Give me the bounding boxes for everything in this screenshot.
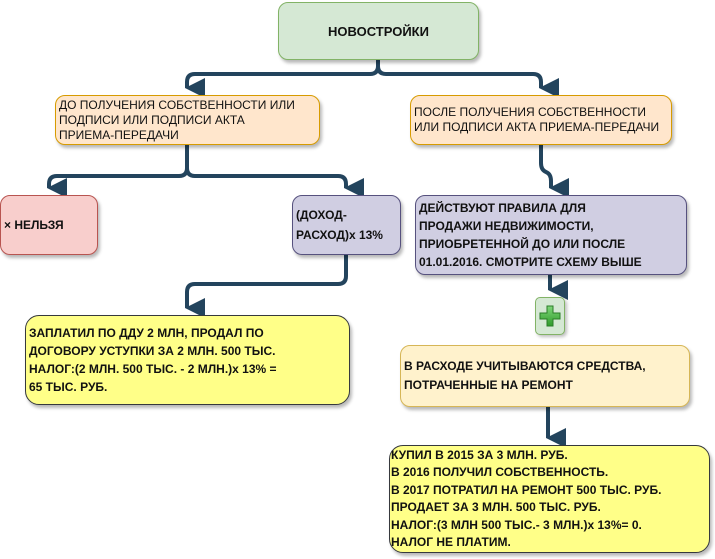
node-repair-expenses[interactable]: В РАСХОДЕ УЧИТЫВАЮТСЯ СРЕДСТВА, ПОТРАЧЕН…	[400, 345, 690, 407]
node-tax-formula[interactable]: (ДОХОД- РАСХОД)х 13%	[292, 195, 401, 255]
node-forbidden-label: × НЕЛЬЗЯ	[4, 217, 64, 232]
node-example-repair[interactable]: КУПИЛ В 2015 ЗА 3 МЛН. РУБ. В 2016 ПОЛУЧ…	[389, 445, 710, 553]
node-title-label: НОВОСТРОЙКИ	[328, 23, 429, 39]
plus-icon[interactable]	[535, 297, 565, 335]
node-example-assignment[interactable]: ЗАПЛАТИЛ ПО ДДУ 2 МЛН, ПРОДАЛ ПО ДОГОВОР…	[25, 315, 350, 405]
node-sale-rules[interactable]: ДЕЙСТВУЮТ ПРАВИЛА ДЛЯ ПРОДАЖИ НЕДВИЖИМОС…	[415, 195, 687, 275]
node-after-ownership-label: ПОСЛЕ ПОЛУЧЕНИЯ СОБСТВЕННОСТИ ИЛИ ПОДПИС…	[414, 105, 660, 134]
node-title[interactable]: НОВОСТРОЙКИ	[278, 2, 479, 60]
plus-glyph	[539, 305, 561, 327]
node-after-ownership[interactable]: ПОСЛЕ ПОЛУЧЕНИЯ СОБСТВЕННОСТИ ИЛИ ПОДПИС…	[410, 95, 672, 145]
connector-formula-to-example1	[185, 255, 348, 318]
node-repair-expenses-label: В РАСХОДЕ УЧИТЫВАЮТСЯ СРЕДСТВА, ПОТРАЧЕН…	[404, 359, 646, 392]
node-forbidden[interactable]: × НЕЛЬЗЯ	[0, 195, 98, 255]
node-sale-rules-label: ДЕЙСТВУЮТ ПРАВИЛА ДЛЯ ПРОДАЖИ НЕДВИЖИМОС…	[419, 201, 642, 269]
node-before-ownership-label: ДО ПОЛУЧЕНИЯ СОБСТВЕННОСТИ ИЛИ ПОДПИСИ И…	[59, 97, 295, 142]
connector-title-to-after	[376, 60, 559, 98]
connector-after-to-rules	[539, 145, 569, 198]
node-example-repair-label: КУПИЛ В 2015 ЗА 3 МЛН. РУБ. В 2016 ПОЛУЧ…	[391, 447, 662, 550]
node-before-ownership[interactable]: ДО ПОЛУЧЕНИЯ СОБСТВЕННОСТИ ИЛИ ПОДПИСИ И…	[55, 95, 320, 145]
connector-title-to-before	[185, 60, 380, 98]
connector-before-to-formula	[185, 145, 364, 198]
node-tax-formula-label: (ДОХОД- РАСХОД)х 13%	[296, 208, 383, 242]
node-example-assignment-label: ЗАПЛАТИЛ ПО ДДУ 2 МЛН, ПРОДАЛ ПО ДОГОВОР…	[29, 326, 277, 394]
connector-before-to-forbid	[47, 145, 189, 198]
